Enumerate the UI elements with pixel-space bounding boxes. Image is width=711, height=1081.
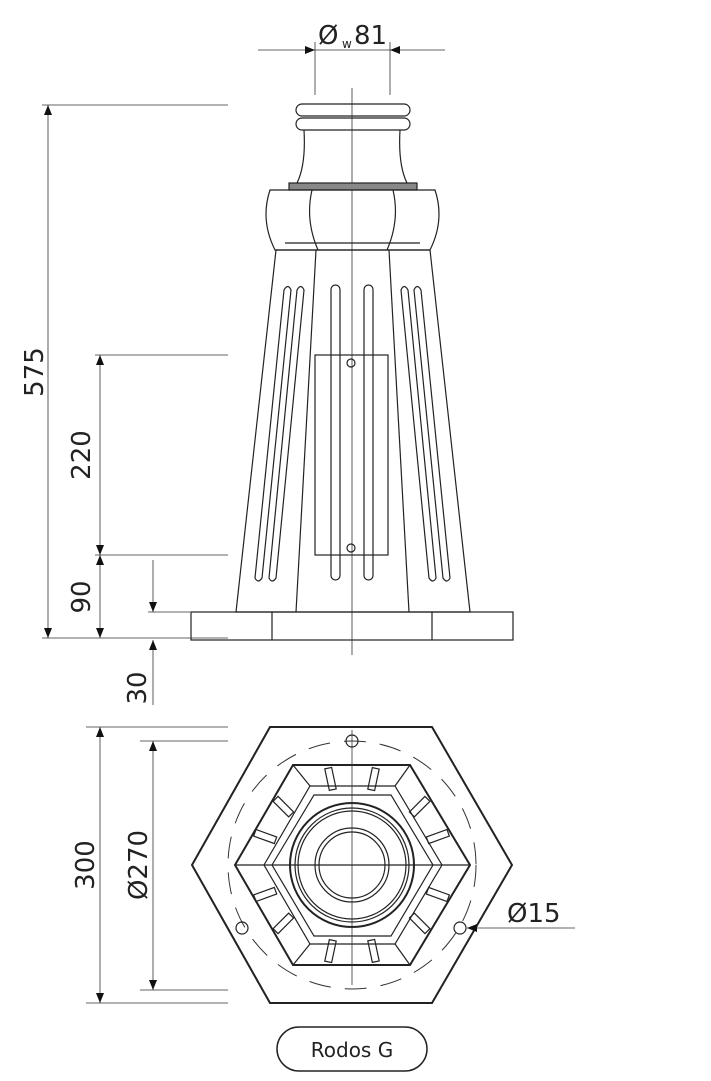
product-label: Rodos G — [311, 1038, 393, 1062]
mounting-hole — [453, 921, 467, 935]
bulb-facets — [308, 189, 397, 251]
front-view — [190, 88, 514, 655]
door-height-value: 220 — [67, 430, 97, 480]
outer-hexagon — [190, 726, 514, 1004]
bulb — [265, 189, 440, 251]
diameter-subscript: w — [342, 37, 352, 51]
dimension-door-height: 220 — [67, 354, 228, 556]
neck — [296, 129, 408, 184]
dimension-base-thickness: 30 — [123, 560, 190, 705]
screw-icon — [346, 358, 356, 368]
ribs — [252, 766, 451, 964]
screw-icon — [346, 543, 356, 553]
dimension-base-width: 300 — [71, 726, 228, 1004]
access-door — [314, 354, 389, 556]
door-offset-value: 90 — [67, 580, 97, 613]
vent-slots — [254, 284, 451, 582]
top-ring — [295, 103, 411, 117]
mounting-hole — [235, 921, 249, 935]
dimension-door-offset: 90 — [67, 555, 104, 638]
product-label-box: Rodos G — [276, 1026, 428, 1072]
base-width-value: 300 — [71, 840, 101, 890]
bolt-circle-value: Ø270 — [124, 830, 154, 900]
body-edge — [388, 249, 410, 613]
dimension-top-diameter: Ø w 81 — [258, 21, 445, 95]
top-ring — [295, 117, 411, 131]
top-diameter-value: 81 — [354, 21, 387, 51]
mounting-hole — [345, 734, 359, 748]
neck-step — [288, 182, 418, 191]
dimension-hole-diameter: Ø15 — [467, 899, 575, 932]
hole-diameter-value: Ø15 — [507, 899, 561, 929]
body-edge — [295, 249, 317, 613]
diameter-symbol: Ø — [318, 21, 338, 51]
bottom-view — [190, 726, 514, 1004]
total-height-value: 575 — [20, 347, 50, 397]
dimension-bolt-circle: Ø270 — [124, 740, 228, 991]
base-plate — [190, 611, 514, 641]
dimension-total-height: 575 — [20, 104, 228, 639]
base-thickness-value: 30 — [123, 671, 153, 704]
